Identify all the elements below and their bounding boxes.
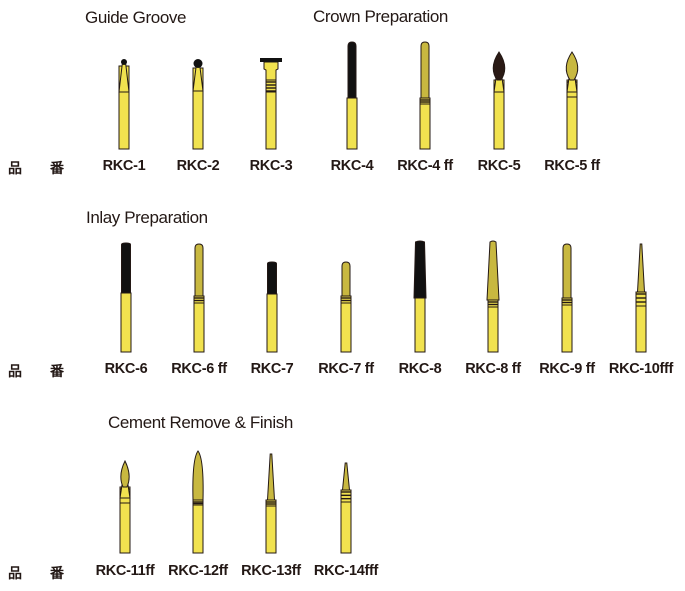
part-number-label-2: 番 xyxy=(50,160,64,176)
part-number-label-1: 品 xyxy=(8,565,22,581)
bur-rkc-6 xyxy=(120,242,132,353)
head-cylinder xyxy=(420,41,430,99)
bur-rkc-9ff xyxy=(561,243,573,353)
head-cylinder xyxy=(347,41,357,99)
bur-label: RKC-12ff xyxy=(168,563,228,579)
shank xyxy=(265,91,277,150)
neck xyxy=(340,295,352,304)
bur-label: RKC-4 xyxy=(330,158,374,174)
head-flame xyxy=(120,459,130,488)
heading-crown-preparation: Crown Preparation xyxy=(313,7,448,26)
part-number-label-2: 番 xyxy=(50,565,64,581)
head-cylinder xyxy=(341,261,351,297)
bur-label: RKC-6 ff xyxy=(171,361,227,377)
bur-label: RKC-2 xyxy=(176,158,220,174)
bur-rkc-14fff xyxy=(340,462,352,554)
bur-rkc-12ff xyxy=(192,450,204,554)
neck xyxy=(265,499,277,507)
shank xyxy=(487,306,499,353)
bur-label: RKC-11ff xyxy=(95,563,155,579)
bur-rkc-5 xyxy=(492,51,506,150)
head-flame xyxy=(192,450,204,501)
bur-rkc-13ff xyxy=(265,453,277,554)
bur-rkc-4 xyxy=(346,41,358,150)
bur-label: RKC-9 ff xyxy=(539,361,595,377)
shank xyxy=(192,90,204,150)
bur-label: RKC-7 xyxy=(250,361,294,377)
shank xyxy=(119,502,131,554)
part-number-label-1: 品 xyxy=(8,160,22,176)
bur-rkc-7 xyxy=(266,261,278,353)
neck xyxy=(263,61,279,81)
bur-rkc-10fff xyxy=(635,243,647,353)
neck xyxy=(193,295,205,304)
bur-rkc-11ff xyxy=(119,459,131,554)
head-cylinder xyxy=(121,242,131,294)
bur-label: RKC-5 xyxy=(477,158,521,174)
head-needle xyxy=(266,453,276,501)
bur-label: RKC-6 xyxy=(104,361,148,377)
shank xyxy=(419,103,431,150)
head-cylinder xyxy=(562,243,572,299)
bur-label: RKC-14fff xyxy=(313,563,379,579)
head-round xyxy=(121,59,127,65)
head-flame xyxy=(492,51,506,81)
bur-label: RKC-8 ff xyxy=(465,361,521,377)
bur-rkc-8 xyxy=(413,240,427,353)
shank xyxy=(118,91,130,150)
shank xyxy=(340,302,352,353)
head-flame xyxy=(565,51,579,81)
head-round xyxy=(193,59,203,68)
shank xyxy=(346,97,358,150)
bur-label: RKC-8 xyxy=(398,361,442,377)
bur-label: RKC-5 ff xyxy=(544,158,600,174)
head-needle xyxy=(341,462,351,491)
head-taper xyxy=(486,240,500,301)
bur-rkc-2 xyxy=(192,59,204,150)
part-number-label-2: 番 xyxy=(50,363,64,379)
shank xyxy=(193,302,205,353)
bur-label: RKC-3 xyxy=(249,158,293,174)
shank xyxy=(561,304,573,353)
bur-label: RKC-10fff xyxy=(608,361,674,377)
neck xyxy=(265,79,277,93)
shank xyxy=(265,505,277,554)
neck xyxy=(487,299,499,308)
bur-label: RKC-4 ff xyxy=(397,158,453,174)
head-taper xyxy=(413,240,427,299)
bur-rkc-1 xyxy=(118,59,130,150)
head-disc xyxy=(260,58,282,62)
heading-guide-groove: Guide Groove xyxy=(85,8,187,27)
bur-rkc-7ff xyxy=(340,261,352,353)
shank xyxy=(414,297,426,353)
shank xyxy=(192,504,204,554)
shank xyxy=(566,96,578,150)
bur-rkc-6ff xyxy=(193,243,205,353)
head-cylinder xyxy=(267,261,277,295)
head-needle xyxy=(636,243,646,293)
bur-rkc-4ff xyxy=(419,41,431,150)
shank xyxy=(340,501,352,554)
neck xyxy=(419,97,431,105)
heading-cement-remove-finish: Cement Remove & Finish xyxy=(108,413,293,432)
bur-rkc-8ff xyxy=(486,240,500,353)
part-number-label-1: 品 xyxy=(8,363,22,379)
shank xyxy=(120,292,132,353)
head-cylinder xyxy=(194,243,204,297)
heading-inlay-preparation: Inlay Preparation xyxy=(86,208,208,227)
bur-label: RKC-1 xyxy=(102,158,146,174)
shank xyxy=(635,305,647,353)
bur-label: RKC-7 ff xyxy=(318,361,374,377)
bur-label: RKC-13ff xyxy=(241,563,301,579)
neck xyxy=(561,297,573,306)
shank xyxy=(493,91,505,150)
bur-rkc-3 xyxy=(260,58,282,150)
bur-rkc-5ff xyxy=(565,51,579,150)
shank xyxy=(266,293,278,353)
